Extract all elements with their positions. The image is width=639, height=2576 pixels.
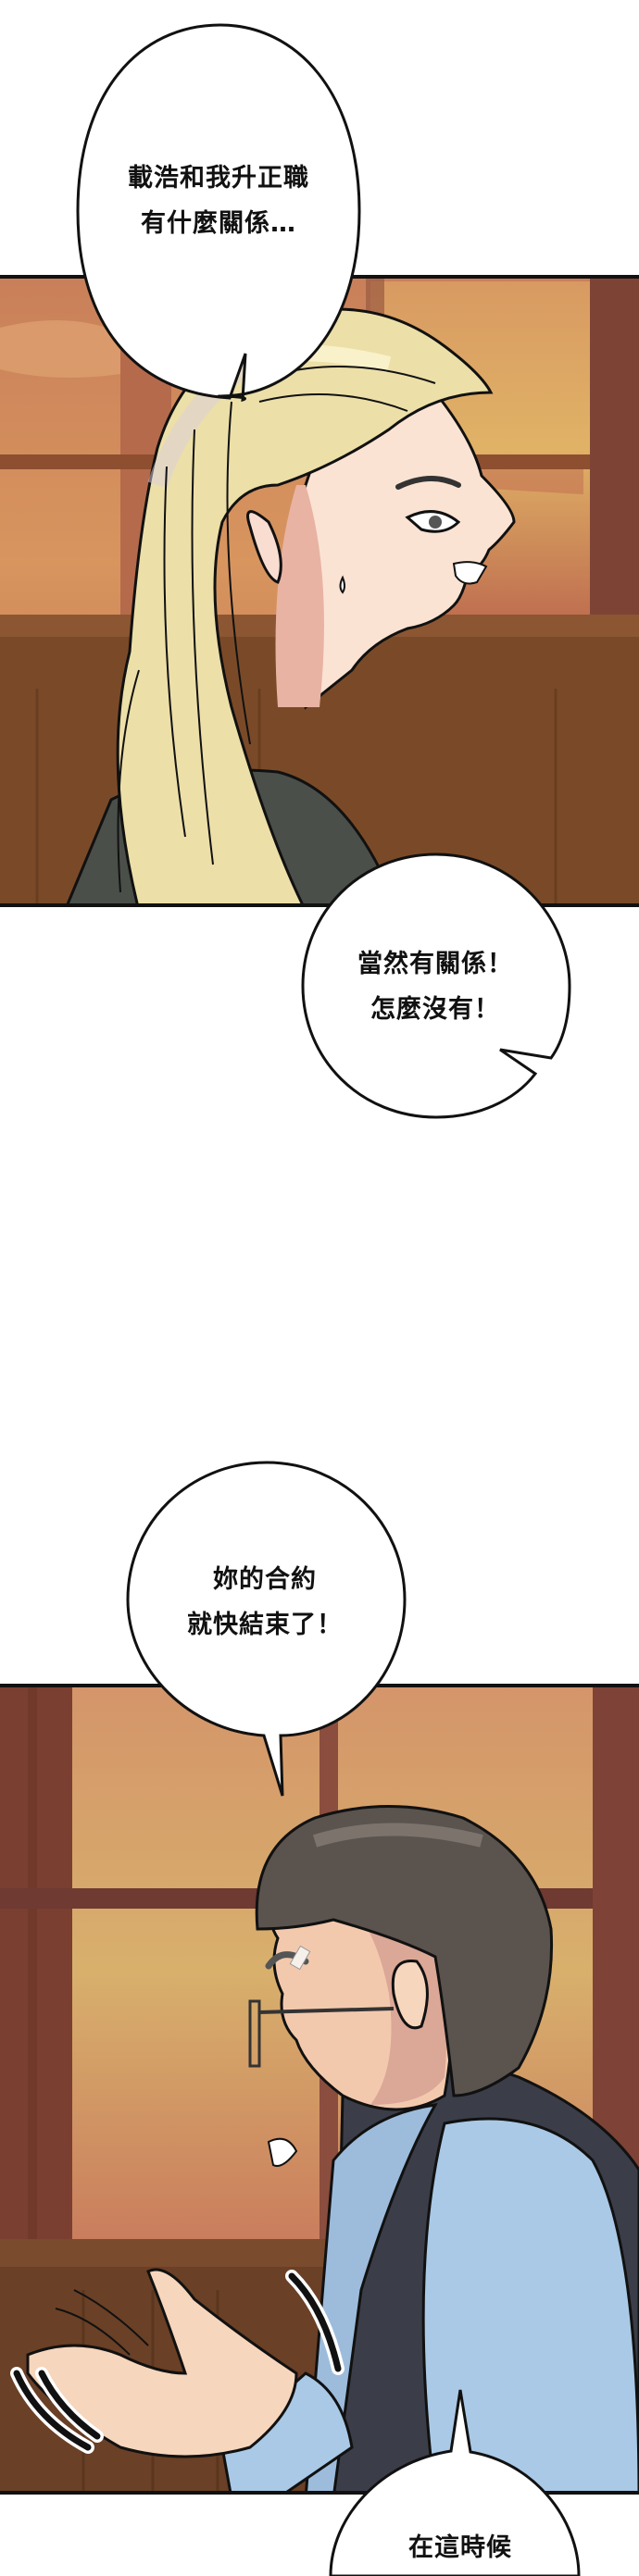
bubble-4-line-1: 在這時候 (408, 2533, 512, 2562)
bubble-3-line-1: 妳的合約 (213, 1565, 317, 1594)
speech-bubble-2-text: 當然有關係！ 怎麼沒有！ (357, 941, 513, 1032)
man-illustration (0, 1687, 639, 2491)
bubble-2-line-2: 怎麼沒有！ (370, 995, 500, 1024)
speech-bubble-1-text: 載浩和我升正職 有什麼關係… (128, 156, 309, 246)
bubble-2-line-1: 當然有關係！ (357, 950, 513, 978)
bubble-3-line-2: 就快結束了！ (187, 1611, 343, 1639)
speech-bubble-3-text: 妳的合約 就快結束了！ (187, 1557, 343, 1648)
panel-man (0, 1684, 639, 2495)
bubble-1-line-2: 有什麼關係… (141, 209, 296, 238)
panel-woman (0, 275, 639, 907)
woman-illustration (0, 279, 639, 903)
speech-bubble-4-text: 在這時候 (408, 2525, 512, 2570)
bubble-1-line-1: 載浩和我升正職 (128, 164, 309, 193)
